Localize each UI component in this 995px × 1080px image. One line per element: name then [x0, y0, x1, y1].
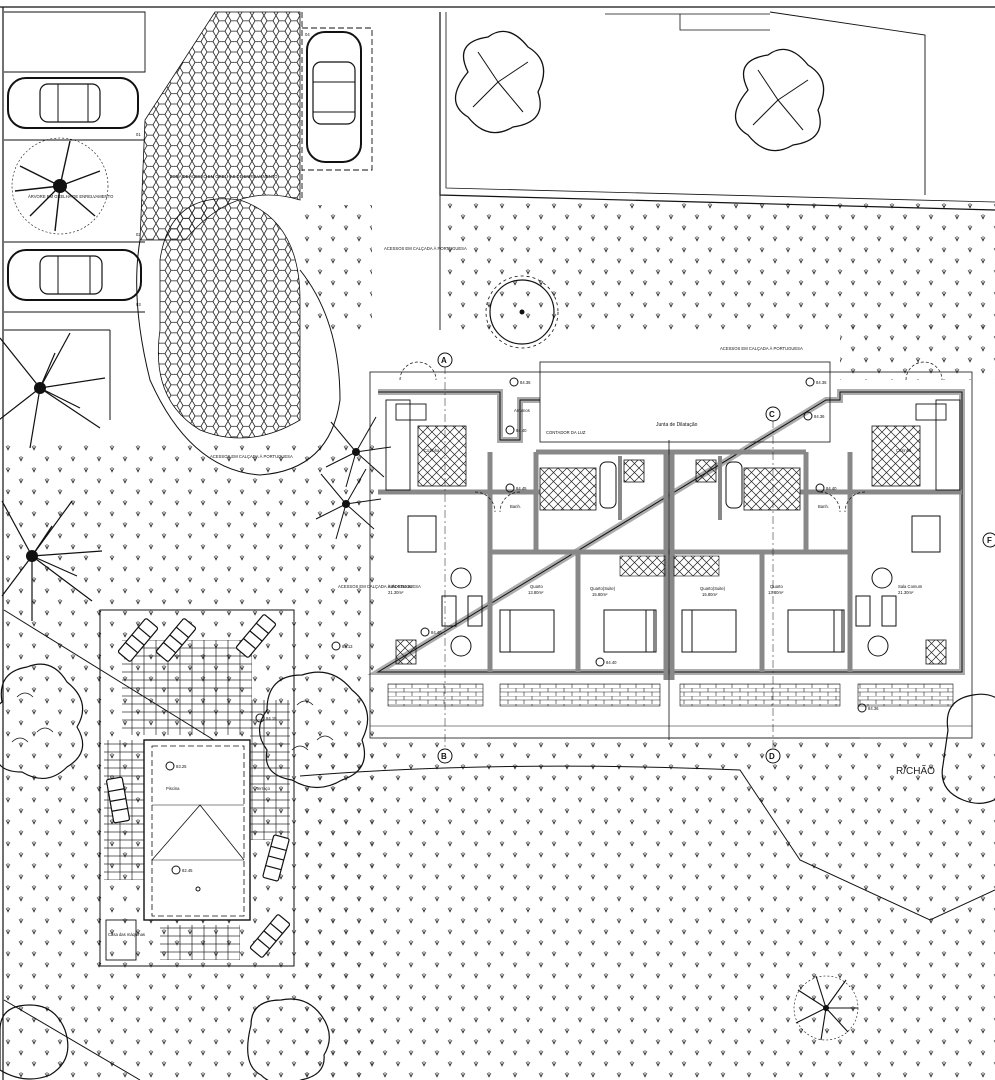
svg-text:84.45: 84.45 — [516, 486, 527, 491]
terrace-label: Terraço — [256, 786, 271, 791]
access-label-4: ACESSOS EM CALÇADA À PORTUGUESA — [338, 584, 421, 589]
hex-paving-driveway: ZONA DE ACESSO EM GRELHAS DE ENRELVAMENT… — [28, 11, 803, 589]
unit-right-labels: Cozinha Sala Comum 21.30m² Banh. Quarto … — [700, 448, 923, 597]
svg-text:C: C — [769, 410, 775, 419]
bath-label-right: Banh. — [818, 504, 829, 509]
elevation-marker: 84.36 — [509, 377, 531, 387]
svg-text:84.40: 84.40 — [516, 428, 527, 433]
tree-icon-8 — [315, 468, 382, 540]
svg-text:D: D — [769, 752, 775, 761]
elevation-markers: 84.36 84.36 84.40 84.40 84.45 84.40 84.4… — [165, 377, 879, 875]
tree-icon-6 — [1, 500, 103, 621]
sunbed-icons — [106, 614, 291, 958]
tree-icon-4 — [485, 275, 559, 349]
tree-grid-label: ÁRVORE EM GRELHA DE ENRELVAMENTO — [28, 194, 114, 199]
unit-left-labels: Cozinha Sala Comum 21.30m² Banh. Quarto … — [388, 448, 616, 597]
lawn-areas — [4, 200, 995, 1080]
svg-text:84.40: 84.40 — [826, 486, 837, 491]
tree-icon-10 — [941, 693, 995, 804]
car-icon-2 — [7, 249, 142, 301]
axis-marker-c: C — [765, 406, 781, 422]
shrub-icon-3 — [247, 998, 330, 1080]
car-icon-3 — [306, 31, 362, 163]
bedroom1-label-left: Quarto — [530, 584, 543, 589]
bedroom2-area-right: 15.80m² — [702, 592, 718, 597]
elevation-marker: 84.36 — [803, 411, 825, 421]
svg-text:84.36: 84.36 — [816, 380, 827, 385]
svg-text:83.25: 83.25 — [176, 764, 187, 769]
terrace-paving — [370, 683, 972, 739]
access-label-2: ACESSOS EM CALÇADA À PORTUGUESA — [384, 246, 467, 251]
parking-number-2: 02 — [136, 232, 141, 237]
kitchen-label-left: Cozinha — [424, 448, 440, 453]
building-annotations: Junta de Dilatação CONTADOR DA LUZ Arrum… — [514, 408, 935, 777]
elevation-marker: 84.36 — [805, 377, 827, 387]
expansion-joint-label: Junta de Dilatação — [656, 422, 698, 428]
bedroom1-area-right: 13.80m² — [768, 590, 784, 595]
ground-floor-label: R/CHÃO — [896, 764, 935, 777]
svg-text:F: F — [987, 536, 992, 545]
svg-text:84.36: 84.36 — [520, 380, 531, 385]
elevation-marker: 84.45 — [505, 483, 527, 493]
neighbour-plot — [439, 11, 995, 330]
elevation-marker: 84.40 — [505, 425, 527, 435]
tree-icon-2 — [454, 30, 545, 134]
axis-marker-b: B — [437, 748, 453, 764]
axis-marker-a: A — [437, 352, 453, 368]
living-label-right: Sala Comum — [898, 584, 923, 589]
bedroom1-label-right: Quarto — [770, 584, 783, 589]
storage-label: Arrumos — [514, 408, 530, 413]
elevation-marker: 84.36 — [857, 703, 879, 713]
access-label-1: ACESSOS EM CALÇADA À PORTUGUESA — [210, 454, 293, 459]
elevation-marker: 84.40 — [420, 627, 442, 637]
svg-text:84.40: 84.40 — [431, 630, 442, 635]
elevation-marker: 82.45 — [171, 865, 193, 875]
tree-icon-5 — [0, 332, 106, 449]
bedroom2-label-left: Quarto(Suite) — [590, 586, 616, 591]
living-area-left: 21.30m² — [388, 590, 404, 595]
svg-text:82.45: 82.45 — [182, 868, 193, 873]
living-area-right: 21.30m² — [898, 590, 914, 595]
tree-icon-9 — [793, 975, 859, 1041]
parking-number-1: 01 — [136, 132, 141, 137]
car-icon-1 — [7, 77, 139, 129]
pool-label: Piscina — [166, 786, 180, 791]
terrain-lines — [3, 329, 995, 1080]
elevation-marker: 84.15 — [255, 713, 277, 723]
bath-label-left: Banh. — [510, 504, 521, 509]
parking-number-3: 03 — [136, 302, 141, 307]
elevation-marker: 84.40 — [815, 483, 837, 493]
grid-axes: A B C D F — [437, 352, 995, 764]
access-label-3: ACESSOS EM CALÇADA À PORTUGUESA — [720, 346, 803, 351]
svg-text:84.40: 84.40 — [606, 660, 617, 665]
meter-label: CONTADOR DA LUZ — [546, 430, 586, 435]
svg-text:84.13: 84.13 — [342, 644, 353, 649]
elevation-marker: 84.13 — [331, 641, 353, 651]
machine-room-label: Casa das máquinas — [108, 932, 145, 937]
svg-text:A: A — [441, 356, 447, 365]
elevation-marker: 83.25 — [165, 761, 187, 771]
living-label-left: Sala Comum — [388, 584, 413, 589]
svg-text:84.15: 84.15 — [266, 716, 277, 721]
tree-icon-3 — [734, 48, 825, 152]
svg-text:84.36: 84.36 — [868, 706, 879, 711]
shrub-icon-1 — [0, 663, 84, 779]
building-outline — [367, 361, 973, 740]
pool-area: Piscina Terraço Casa das máquinas — [99, 609, 295, 967]
bedroom2-label-right: Quarto(Suite) — [700, 586, 726, 591]
bedroom1-area-left: 13.80m² — [528, 590, 544, 595]
svg-text:84.36: 84.36 — [814, 414, 825, 419]
axis-marker-d: D — [765, 748, 781, 764]
grass-block-label: ZONA DE ACESSO EM GRELHAS DE ENRELVAMENT… — [170, 174, 278, 179]
axis-marker-f: F — [982, 532, 995, 548]
bedroom2-area-left: 15.80m² — [592, 592, 608, 597]
elevation-marker: 84.40 — [595, 657, 617, 667]
parking-number-4: 04 — [305, 32, 310, 37]
kitchen-label-right: Cozinha — [896, 448, 912, 453]
svg-text:B: B — [441, 752, 447, 761]
tree-icon-1 — [11, 137, 109, 235]
